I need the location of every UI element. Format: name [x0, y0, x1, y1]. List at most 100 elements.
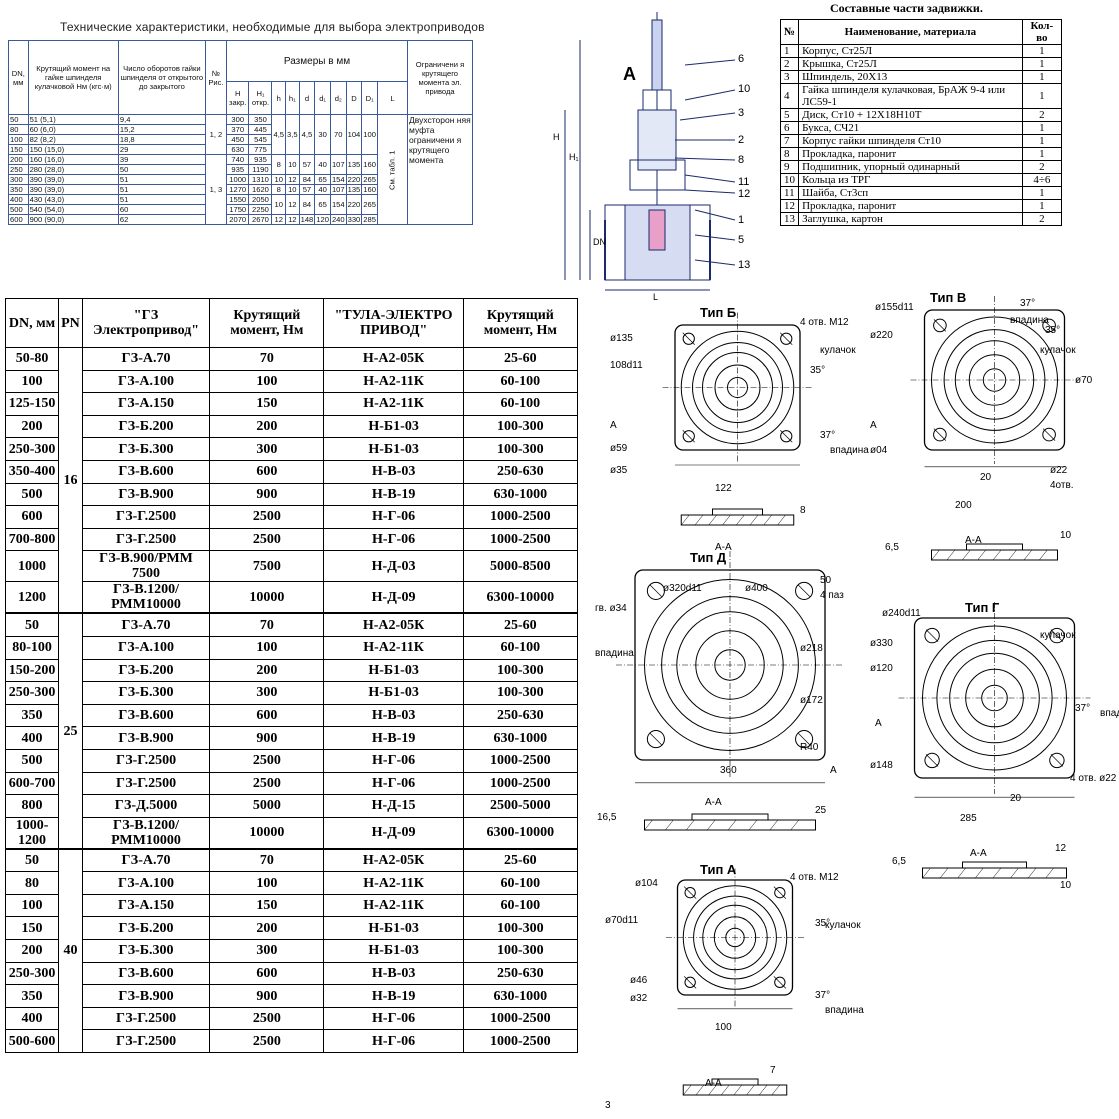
main-tula: Н-А2-11К	[323, 635, 464, 660]
main-gz: ГЗ-Б.300	[81, 681, 211, 705]
parts-num: 9	[779, 160, 800, 174]
tech-dim: 40	[314, 184, 331, 195]
main-dn: 500	[4, 748, 60, 773]
tech-dim: 8	[271, 184, 287, 195]
flange-dimension: ø218	[800, 643, 823, 654]
main-gz: ГЗ-А.100	[81, 635, 211, 660]
flange-dimension: гв. ø34	[595, 603, 627, 614]
tech-col-header: h	[271, 81, 287, 115]
main-tula-torque: 1000-2500	[462, 1006, 579, 1031]
flange-title: Тип Д	[690, 550, 727, 565]
tech-dn: 100	[8, 134, 29, 145]
main-dn: 200	[4, 414, 60, 439]
parts-header: №	[779, 19, 800, 45]
flange-dimension: кулачок	[820, 345, 856, 356]
flange-dimension: впадина	[830, 445, 869, 456]
main-tula: Н-А2-05К	[323, 347, 464, 371]
tech-fig: 1, 2	[204, 114, 227, 155]
tech-dim: 10	[271, 194, 287, 215]
parts-num: 1	[779, 44, 800, 58]
main-dn: 500	[4, 482, 60, 507]
main-header: Крутящий момент, Нм	[209, 298, 325, 348]
flange-dimension: 37°	[1020, 298, 1036, 309]
main-tula: Н-Д-09	[323, 816, 464, 850]
flange-dimension: 50	[820, 575, 832, 586]
main-tula-torque: 630-1000	[462, 726, 579, 750]
tech-dn: 50	[8, 114, 29, 125]
tech-h1: 1310	[248, 174, 273, 185]
main-gz: ГЗ-А.70	[81, 612, 211, 637]
main-gz-torque: 7500	[209, 550, 325, 583]
flange-dimension: ø330	[870, 638, 893, 649]
callout-number: 10	[738, 83, 750, 95]
main-dn: 100	[4, 893, 60, 918]
parts-num: 3	[779, 70, 800, 84]
main-pn: 16	[58, 347, 83, 614]
flange-dimension: 25	[815, 805, 827, 816]
parts-name: Подшипник, упорный одинарный	[798, 160, 1023, 174]
flange-dimension: 16,5	[597, 812, 617, 823]
main-gz-torque: 10000	[209, 816, 325, 850]
flange-dimension: 37°	[815, 990, 831, 1001]
flange-dimension: ø59	[610, 443, 628, 454]
parts-header: Кол-во	[1021, 19, 1063, 45]
parts-qty: 2	[1021, 160, 1063, 174]
main-gz-torque: 200	[209, 414, 325, 439]
tech-dn: 300	[8, 174, 29, 185]
main-dn: 400	[4, 726, 60, 750]
parts-name: Прокладка, паронит	[798, 199, 1023, 213]
main-gz-torque: 900	[209, 726, 325, 750]
flange-dimension: 100	[715, 1022, 732, 1033]
parts-num: 8	[779, 147, 800, 161]
main-tula-torque: 630-1000	[462, 984, 579, 1008]
drawing-dimension: H	[553, 132, 560, 142]
tech-dim: 10	[285, 154, 300, 175]
main-tula-torque: 25-60	[462, 347, 579, 371]
flange-dimension: А	[610, 420, 617, 431]
main-gz: ГЗ-В.900	[81, 984, 211, 1008]
flange-dimension: А	[875, 718, 882, 729]
flange-dimension: 35°	[810, 365, 826, 376]
main-tula-torque: 250-630	[462, 459, 579, 484]
main-tula: Н-А2-11К	[323, 871, 464, 895]
tech-h1: 445	[248, 124, 273, 135]
main-gz-torque: 70	[209, 612, 325, 637]
flange-dimension: кулачок	[1040, 345, 1076, 356]
flange-dimension: впадина	[1010, 315, 1049, 326]
flange-dimension: А-А	[965, 535, 982, 546]
main-dn: 500-600	[4, 1029, 60, 1054]
main-gz-torque: 5000	[209, 794, 325, 818]
main-gz: ГЗ-А.100	[81, 871, 211, 895]
callout-number: 5	[738, 234, 744, 246]
flange-dimension: ø148	[870, 760, 893, 771]
callout-number: 3	[738, 107, 744, 119]
main-tula: Н-Б1-03	[323, 939, 464, 963]
tech-dim: 65	[314, 174, 331, 185]
tech-h-header: H закр.	[225, 81, 250, 115]
main-tula: Н-А2-05К	[323, 847, 464, 873]
main-dn: 800	[4, 794, 60, 818]
parts-num: 10	[779, 173, 800, 187]
tech-turns-header: Число оборотов гайки шпинделя от открыто…	[117, 40, 206, 115]
main-gz-torque: 300	[209, 939, 325, 963]
callout-number: 11	[738, 176, 749, 188]
main-tula-torque: 100-300	[462, 939, 579, 963]
tech-fig-header: № Рис.	[204, 40, 227, 115]
main-gz: ГЗ-Б.300	[81, 437, 211, 461]
parts-name: Шпиндель, 20Х13	[798, 70, 1023, 84]
tech-dn: 250	[8, 164, 29, 175]
